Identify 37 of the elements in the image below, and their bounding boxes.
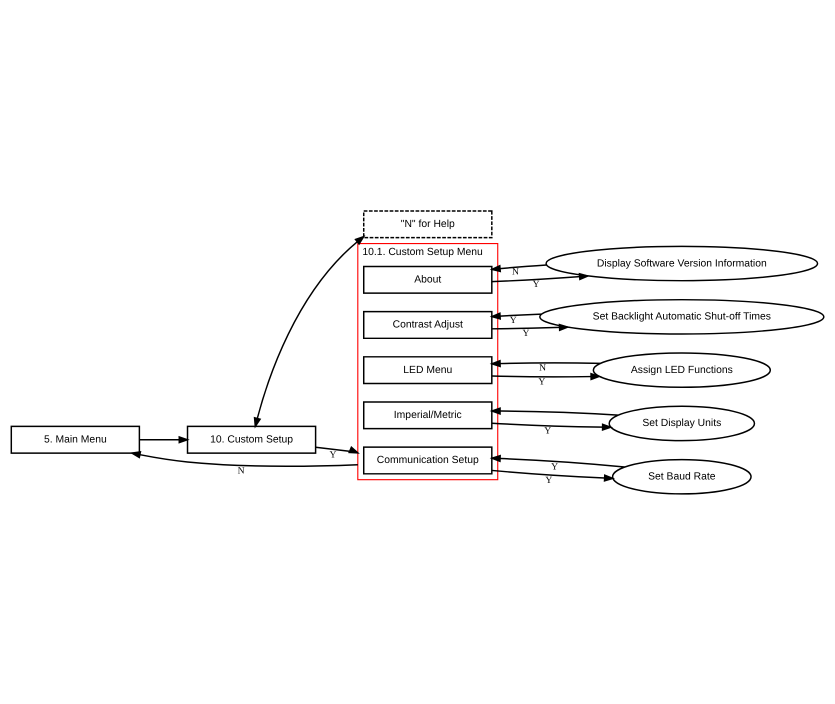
edge-label: N [539,362,546,374]
edge-label: Y [551,460,558,472]
arrow [490,264,547,272]
arrow [139,435,190,444]
node-ellipse: Set Display Units [608,405,756,441]
edge-label: Y [538,376,546,387]
arrow [492,272,590,282]
edge-label: Y [522,327,530,338]
edge-label: Y [545,474,552,486]
arrow [490,406,618,416]
node-box: About [363,265,493,294]
edge-label: Y [532,278,540,290]
edge-label: Y [544,425,552,436]
arrow [316,445,360,454]
arrow [130,450,358,466]
arrow [490,312,542,320]
edge-label: Y [510,314,517,326]
node-box: LED Menu [363,356,493,384]
arrow [490,454,625,468]
arrow [492,323,570,331]
arrow [492,372,602,380]
arrow [492,469,616,482]
node-ellipse: Set Baud Rate [612,458,752,494]
arrow [492,422,613,431]
edge-label: N [512,266,519,278]
node-box: Communication Setup [363,446,493,474]
node-box: 5. Main Menu [10,425,140,454]
node-ellipse: Set Backlight Automatic Shut-off Times [539,298,825,334]
arrow [490,359,600,367]
edge-label: Y [330,448,336,460]
node-ellipse: Assign LED Functions [592,352,772,388]
node-box: 10. Custom Setup [186,425,316,454]
node-box: Imperial/Metric [363,400,493,429]
node-box: Contrast Adjust [363,310,493,339]
edge-label: N [238,464,245,476]
arrow [254,234,366,428]
node-box: "N" for Help [363,210,493,238]
